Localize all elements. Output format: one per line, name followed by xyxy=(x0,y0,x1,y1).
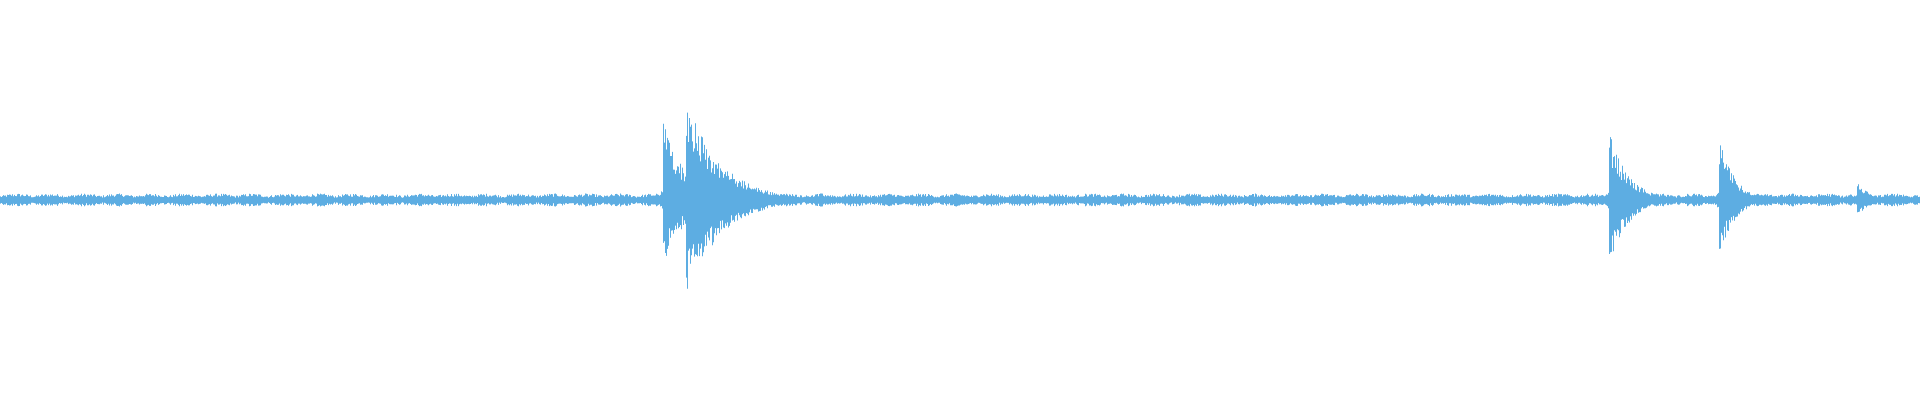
waveform-samples xyxy=(0,112,1920,289)
waveform-path xyxy=(0,112,1920,289)
